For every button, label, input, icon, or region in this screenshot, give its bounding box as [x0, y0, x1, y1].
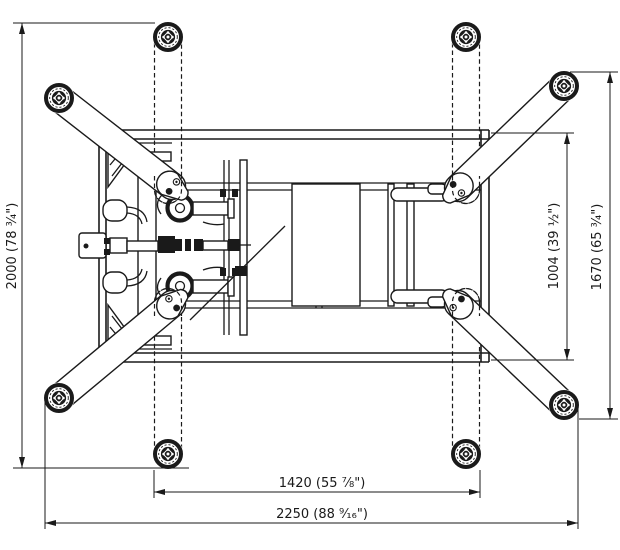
dimension-label-1004: 1004 (39 ½") — [547, 203, 562, 290]
dimension-label-1420: 1420 (55 ⅞") — [279, 476, 366, 491]
dimension-label-1670: 1670 (65 ¾") — [590, 204, 605, 291]
dimension-label-2250: 2250 (88 ⁹⁄₁₆") — [276, 507, 368, 522]
phantom-arm-caps — [153, 176, 481, 316]
platform-center-plate — [291, 183, 361, 307]
dimension-1420: 1420 (55 ⅞") — [153, 470, 481, 498]
dimension-2000: 2000 (78 ¾") — [5, 22, 189, 469]
center-piston — [104, 236, 251, 255]
dimension-label-2000: 2000 (78 ¾") — [5, 203, 20, 290]
dimension-1004: 1004 (39 ½") — [491, 132, 574, 361]
side-mount-box — [78, 232, 107, 259]
dimension-1670: 1670 (65 ¾") — [570, 71, 618, 420]
dimension-2250: 2250 (88 ⁹⁄₁₆") — [44, 400, 579, 529]
